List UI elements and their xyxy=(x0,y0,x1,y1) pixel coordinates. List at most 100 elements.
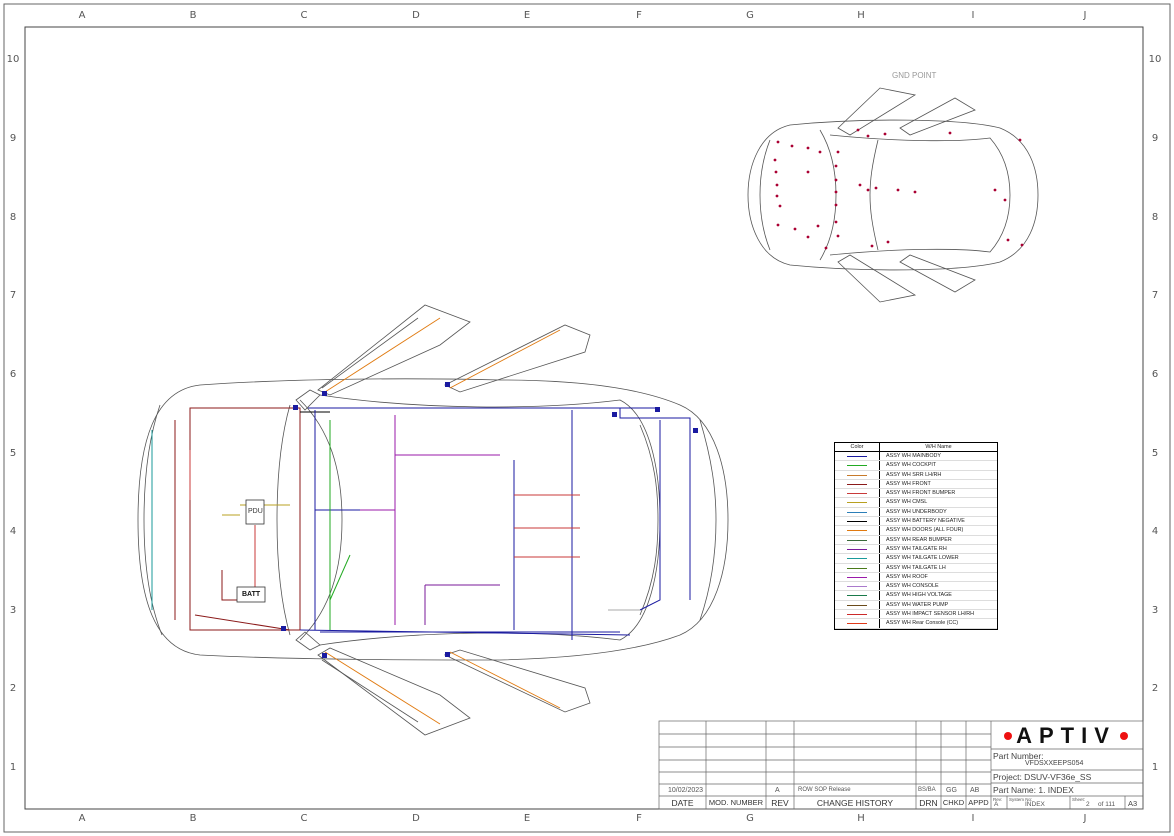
tb-rev-value: A xyxy=(775,787,780,794)
legend-row: ASSY WH UNDERBODY xyxy=(835,507,997,518)
border-row-label-right: 2 xyxy=(1151,683,1159,694)
border-column-label-top: H xyxy=(857,10,865,21)
legend-row: ASSY WH BATTERY NEGATIVE xyxy=(835,517,997,527)
legend-harness-name: ASSY WH MAINBODY xyxy=(886,453,942,459)
legend-row: ASSY WH CMSL xyxy=(835,498,997,508)
legend-row: ASSY WH TAILGATE LOWER xyxy=(835,554,997,564)
gnd-points xyxy=(773,128,1024,250)
legend-color-swatch xyxy=(835,452,880,461)
harness-legend-table: Color W/H Name ASSY WH MAINBODY ASSY WH C… xyxy=(834,442,998,630)
legend-color-swatch xyxy=(835,600,880,610)
legend-harness-name: ASSY WH CONSOLE xyxy=(886,583,939,590)
sheet-label: Sheet: xyxy=(1072,797,1086,802)
tb-col-date: DATE xyxy=(671,798,694,808)
legend-color-swatch xyxy=(835,535,880,544)
legend-harness-name: ASSY WH WATER PUMP xyxy=(886,601,949,608)
legend-color-swatch xyxy=(835,619,880,628)
legend-color-swatch xyxy=(835,461,880,470)
legend-row: ASSY WH TAILGATE LH xyxy=(835,563,997,573)
border-column-label-top: E xyxy=(523,10,531,21)
legend-harness-name: ASSY WH HIGH VOLTAGE xyxy=(886,592,952,599)
border-row-label-left: 6 xyxy=(9,369,17,380)
legend-harness-name: ASSY WH CMSL xyxy=(886,499,928,506)
legend-color-swatch xyxy=(835,517,880,526)
border-row-label-right: 3 xyxy=(1151,605,1159,616)
legend-header-color: Color xyxy=(835,443,880,451)
logo-dot-left xyxy=(1004,731,1013,740)
border-row-label-right: 4 xyxy=(1151,526,1159,537)
border-row-label-right: 8 xyxy=(1151,212,1159,223)
connectors xyxy=(281,382,698,658)
border-row-label-left: 9 xyxy=(9,133,17,144)
legend-color-swatch xyxy=(835,479,880,489)
legend-row: ASSY WH SRR LH/RH xyxy=(835,470,997,480)
border-column-label-top: C xyxy=(300,10,308,21)
legend-color-swatch xyxy=(835,554,880,563)
legend-harness-name: ASSY WH UNDERBODY xyxy=(886,508,947,515)
border-column-label-top: J xyxy=(1083,10,1087,21)
aptiv-logo: APTIV xyxy=(991,722,1141,749)
border-column-label-top: D xyxy=(412,10,420,21)
sheet-value: 2 xyxy=(1086,801,1090,808)
legend-row: ASSY WH TAILGATE RH xyxy=(835,544,997,555)
border-column-label-bottom: F xyxy=(636,813,642,824)
car-top-view xyxy=(137,304,729,736)
border-row-label-left: 3 xyxy=(9,605,17,616)
legend-color-swatch xyxy=(835,544,880,554)
tb-change-value: ROW SOP Release xyxy=(798,787,851,793)
pdu-box xyxy=(245,499,265,525)
border-column-label-top: G xyxy=(746,10,754,21)
tb-drn-value: BS/BA xyxy=(918,787,936,793)
tb-col-drn: DRN xyxy=(919,798,938,808)
border-column-label-top: B xyxy=(189,10,197,21)
border-row-label-left: 2 xyxy=(9,683,17,694)
legend-harness-name: ASSY WH ROOF xyxy=(886,573,928,580)
legend-color-swatch xyxy=(835,498,880,507)
legend-row: ASSY WH WATER PUMP xyxy=(835,600,997,611)
border-row-label-right: 6 xyxy=(1151,369,1159,380)
legend-harness-name: ASSY WH Rear Console (CC) xyxy=(886,620,959,627)
legend-harness-name: ASSY WH FRONT xyxy=(886,480,931,487)
legend-row: ASSY WH MAINBODY xyxy=(835,452,997,462)
logo-text: APTIV xyxy=(1016,722,1116,748)
tb-chkd-value: GG xyxy=(946,787,957,794)
battery-label: BATT xyxy=(242,591,261,598)
title-block-grid xyxy=(658,720,1144,810)
tb-col-mod: MOD. NUMBER xyxy=(708,798,764,807)
border-row-label-right: 5 xyxy=(1151,448,1159,459)
border-row-label-right: 10 xyxy=(1148,54,1162,65)
border-column-label-bottom: I xyxy=(971,813,975,824)
gnd-car-view xyxy=(747,87,1039,303)
system-value: INDEX xyxy=(1025,801,1045,808)
border-row-label-left: 4 xyxy=(9,526,17,537)
part-number-label: Part Number: xyxy=(993,751,1044,761)
legend-header: Color W/H Name xyxy=(835,443,997,452)
legend-row: ASSY WH HIGH VOLTAGE xyxy=(835,591,997,601)
legend-harness-name: ASSY WH TAILGATE LOWER xyxy=(886,555,959,562)
harness-wiring xyxy=(151,407,691,640)
legend-color-swatch xyxy=(835,572,880,582)
legend-row: ASSY WH DOORS (ALL FOUR) xyxy=(835,526,997,536)
border-column-label-bottom: D xyxy=(412,813,420,824)
legend-color-swatch xyxy=(835,582,880,591)
rev-value: A xyxy=(994,801,999,808)
legend-row: ASSY WH IMPACT SENSOR LH/RH xyxy=(835,610,997,620)
legend-harness-name: ASSY WH TAILGATE RH xyxy=(886,545,947,552)
legend-harness-name: ASSY WH TAILGATE LH xyxy=(886,564,946,571)
part-number-value: VFDSXXEEPS054 xyxy=(1025,760,1084,767)
legend-row: ASSY WH COCKPIT xyxy=(835,461,997,471)
border-column-label-bottom: G xyxy=(746,813,754,824)
tb-date-value: 10/02/2023 xyxy=(668,787,704,794)
legend-color-swatch xyxy=(835,489,880,498)
tb-col-change: CHANGE HISTORY xyxy=(816,798,894,808)
border-row-label-left: 1 xyxy=(9,762,17,773)
legend-harness-name: ASSY WH IMPACT SENSOR LH/RH xyxy=(886,611,975,618)
tb-appd-value: AB xyxy=(970,787,980,794)
sheet-of: of 111 xyxy=(1098,801,1116,808)
project-label: Project: DSUV-VF36e_SS xyxy=(993,772,1092,782)
tb-col-rev: REV xyxy=(771,798,789,808)
border-column-label-bottom: A xyxy=(78,813,86,824)
door-wiring xyxy=(324,317,561,725)
legend-harness-name: ASSY WH DOORS (ALL FOUR) xyxy=(886,527,964,534)
